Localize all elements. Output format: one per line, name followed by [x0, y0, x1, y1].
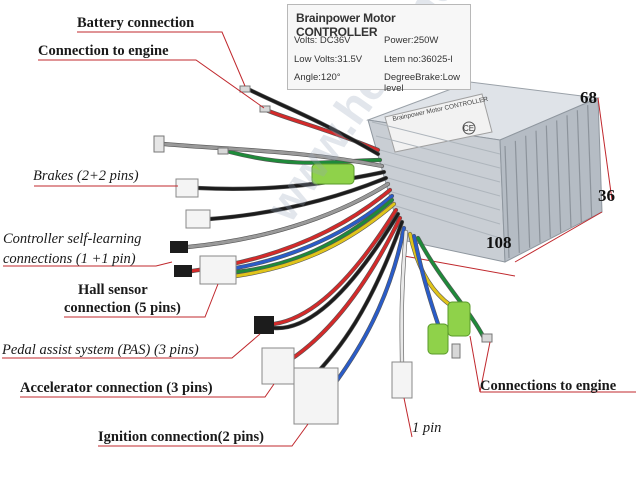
leader-line — [403, 397, 413, 438]
label-hall-sensor-line1: Hall sensor — [78, 282, 148, 298]
heatsink-fin — [535, 130, 541, 243]
leader-line — [64, 283, 219, 318]
front-rib — [379, 149, 501, 183]
hall-connector — [199, 255, 237, 285]
wire — [234, 202, 396, 278]
heatsink-fin — [556, 120, 562, 233]
label-pas: Pedal assist system (PAS) (3 pins) — [2, 342, 199, 358]
wire — [234, 198, 394, 274]
heatsink-fin — [566, 115, 572, 228]
label-battery-connection: Battery connection — [77, 15, 195, 31]
heatsink-fin — [514, 140, 520, 253]
front-rib — [395, 205, 501, 239]
leader-line — [77, 31, 246, 87]
ce-mark-icon — [462, 121, 476, 135]
nameplate-degree-brake: DegreeBrake:Low level — [384, 72, 461, 94]
wire — [416, 236, 486, 340]
heatsink-fin — [504, 145, 510, 259]
nameplate-low-volts: Low Volts:31.5V — [294, 54, 363, 65]
wire — [248, 88, 380, 156]
leader-line — [3, 261, 173, 267]
engine-terminal-1 — [217, 147, 229, 155]
ignition-connector — [293, 367, 339, 425]
wire — [162, 142, 384, 168]
leader-line — [469, 335, 481, 393]
nameplate-volts: Volts: DC36V — [294, 35, 351, 46]
leader-line — [98, 423, 309, 447]
self-learning-connector-2 — [174, 265, 192, 277]
nameplate: Brainpower Motor CONTROLLER Volts: DC36V… — [287, 4, 471, 94]
nameplate-item-no: Ltem no:36025-l — [384, 54, 453, 65]
wire — [208, 176, 388, 221]
front-rib — [371, 121, 501, 155]
self-learning-connector-1 — [170, 241, 188, 253]
nameplate-power: Power:250W — [384, 35, 439, 46]
label-accelerator: Accelerator connection (3 pins) — [20, 380, 213, 396]
heatsink-fin — [576, 110, 582, 223]
connectors — [153, 85, 493, 425]
leader-line — [479, 341, 491, 393]
nameplate-title: Brainpower Motor CONTROLLER — [296, 11, 396, 39]
brake-connector-2 — [185, 209, 211, 229]
wire — [288, 216, 402, 362]
wire — [234, 194, 394, 270]
battery-terminal-1 — [239, 85, 251, 93]
label-connection-to-engine: Connection to engine — [38, 43, 169, 59]
engine-terminal-2 — [451, 343, 461, 359]
label-self-learning-line1: Controller self-learning — [3, 231, 142, 247]
pas-connector — [254, 316, 274, 334]
brake-connector-1 — [175, 178, 199, 198]
dim-length-line — [403, 255, 516, 277]
wire — [272, 208, 398, 326]
dim-height-line — [597, 97, 613, 201]
wire — [228, 150, 382, 165]
label-brakes: Brakes (2+2 pins) — [33, 168, 139, 184]
front-rib — [375, 135, 501, 169]
nameplate-angle: Angle:120° — [294, 72, 341, 83]
battery-terminal-2 — [259, 105, 271, 113]
leader-line — [2, 333, 261, 359]
heatsink-fin — [587, 105, 593, 218]
wire — [328, 226, 406, 392]
dim-depth-line — [514, 211, 603, 263]
ce-mark: CE — [463, 124, 474, 133]
dimension-length: 108 — [486, 233, 512, 252]
accelerator-connector — [261, 347, 295, 385]
leader-line — [20, 383, 275, 398]
dimension-lines — [403, 97, 613, 277]
wire — [196, 170, 386, 191]
label-hall-sensor-line2: connection (5 pins) — [64, 300, 181, 316]
engine-sleeve-green-1 — [311, 163, 355, 185]
dimension-depth: 36 — [598, 186, 615, 205]
single-pin-connector — [391, 361, 413, 399]
front-rib — [391, 191, 501, 225]
key-terminal — [153, 135, 165, 153]
label-connections-to-engine: Connections to engine — [480, 378, 617, 394]
front-rib — [387, 177, 501, 211]
engine-sleeve-green-3 — [427, 323, 449, 355]
engine-terminal-3 — [481, 333, 493, 343]
label-ignition: Ignition connection(2 pins) — [98, 429, 264, 445]
wire — [400, 230, 408, 366]
wire — [186, 182, 390, 249]
heatsink-fin — [545, 125, 551, 238]
heatsink-fin — [525, 135, 531, 248]
dimension-height: 68 — [580, 88, 597, 107]
wire — [272, 212, 400, 330]
label-self-learning-line2: connections (1 +1 pin) — [3, 251, 136, 267]
engine-sleeve-green-2 — [447, 301, 471, 337]
front-rib — [383, 163, 501, 197]
leader-line — [38, 59, 265, 109]
label-one-pin: 1 pin — [412, 420, 442, 436]
